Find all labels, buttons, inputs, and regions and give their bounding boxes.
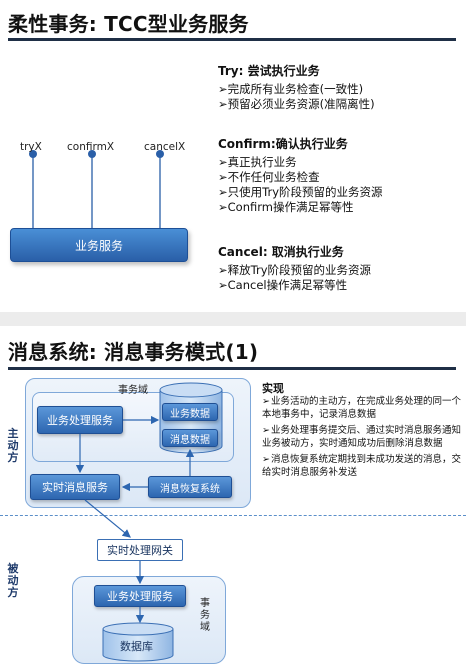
business-service-box: 业务服务 <box>10 228 188 262</box>
biz-data-box: 业务数据 <box>162 403 218 421</box>
realtime-gateway-label: 实时处理网关 <box>107 544 173 557</box>
database-icon <box>102 622 174 662</box>
realtime-msg-service-label: 实时消息服务 <box>42 481 108 494</box>
slide-divider <box>0 312 466 326</box>
biz-service-passive-label: 业务处理服务 <box>107 590 173 603</box>
try-item: ➢完成所有业务检查(一致性) <box>218 82 364 96</box>
impl-list: ➢业务活动的主动方，在完成业务处理的同一个本地事务中，记录消息数据 ➢业务处理事… <box>262 395 462 479</box>
cancel-item: ➢Cancel操作满足幂等性 <box>218 278 348 292</box>
node-confirmx: confirmX <box>67 141 115 153</box>
bullet-arrow-icon: ➢ <box>262 396 270 407</box>
biz-service-label: 业务处理服务 <box>47 414 113 427</box>
realtime-to-gateway-arrow <box>84 499 131 538</box>
msg-recovery-box: 消息恢复系统 <box>148 476 232 498</box>
business-service-label: 业务服务 <box>74 238 123 253</box>
confirm-item: ➢真正执行业务 <box>218 155 297 169</box>
cancelx-dot <box>156 150 164 158</box>
tryx-dot <box>29 150 37 158</box>
active-party-label: 主动方 <box>7 427 19 464</box>
confirmx-dot <box>88 150 96 158</box>
impl-item: ➢业务活动的主动方，在完成业务处理的同一个本地事务中，记录消息数据 <box>262 396 462 420</box>
cancel-item: ➢释放Try阶段预留的业务资源 <box>218 263 372 277</box>
impl-title: 实现 <box>262 382 284 395</box>
tcc-title: 柔性事务: TCC型业务服务 <box>8 12 249 36</box>
passive-party-label: 被动方 <box>7 562 19 599</box>
bullet-arrow-icon: ➢ <box>262 425 270 436</box>
confirm-section: Confirm:确认执行业务 ➢真正执行业务 ➢不作任何业务检查 ➢只使用Try… <box>218 135 458 215</box>
transaction-domain-top-label: 事务域 <box>118 385 148 396</box>
impl-item: ➢消息恢复系统定期找到未成功发送的消息，交给实时消息服务补发送 <box>262 454 462 478</box>
realtime-gateway-box: 实时处理网关 <box>97 539 183 561</box>
try-heading: Try: 尝试执行业务 <box>218 64 320 78</box>
confirm-item: ➢只使用Try阶段预留的业务资源 <box>218 185 383 199</box>
biz-service-passive-box: 业务处理服务 <box>94 585 186 607</box>
impl-item: ➢业务处理事务提交后、通过实时消息服务通知业务被动方，实时通知成功后删除消息数据 <box>262 425 462 449</box>
realtime-msg-service-box: 实时消息服务 <box>30 474 120 500</box>
biz-service-box: 业务处理服务 <box>37 406 123 434</box>
msg-recovery-label: 消息恢复系统 <box>160 483 220 495</box>
biz-data-label: 业务数据 <box>170 408 210 420</box>
confirm-heading: Confirm:确认执行业务 <box>218 137 348 151</box>
party-separator <box>0 515 466 516</box>
database-label: 数据库 <box>120 640 153 653</box>
msg-title: 消息系统: 消息事务模式(1) <box>8 340 259 364</box>
tcc-connectors <box>29 150 164 228</box>
try-item: ➢预留必须业务资源(准隔离性) <box>218 97 375 111</box>
try-section: Try: 尝试执行业务 ➢完成所有业务检查(一致性) ➢预留必须业务资源(准隔离… <box>218 62 458 112</box>
confirm-item: ➢Confirm操作满足幂等性 <box>218 200 354 214</box>
tcc-title-rule <box>8 38 456 41</box>
msg-title-rule <box>8 367 456 370</box>
msg-data-box: 消息数据 <box>162 429 218 447</box>
node-tryx: tryX <box>20 141 42 153</box>
transaction-domain-bottom-label: 事务域 <box>200 598 210 633</box>
bullet-arrow-icon: ➢ <box>262 454 270 465</box>
confirm-item: ➢不作任何业务检查 <box>218 170 320 184</box>
flow-arrows <box>75 415 195 624</box>
node-cancelx: cancelX <box>144 141 186 153</box>
cancel-section: Cancel: 取消执行业务 ➢释放Try阶段预留的业务资源 ➢Cancel操作… <box>218 243 458 293</box>
msg-data-label: 消息数据 <box>170 434 210 446</box>
cancel-heading: Cancel: 取消执行业务 <box>218 245 344 259</box>
